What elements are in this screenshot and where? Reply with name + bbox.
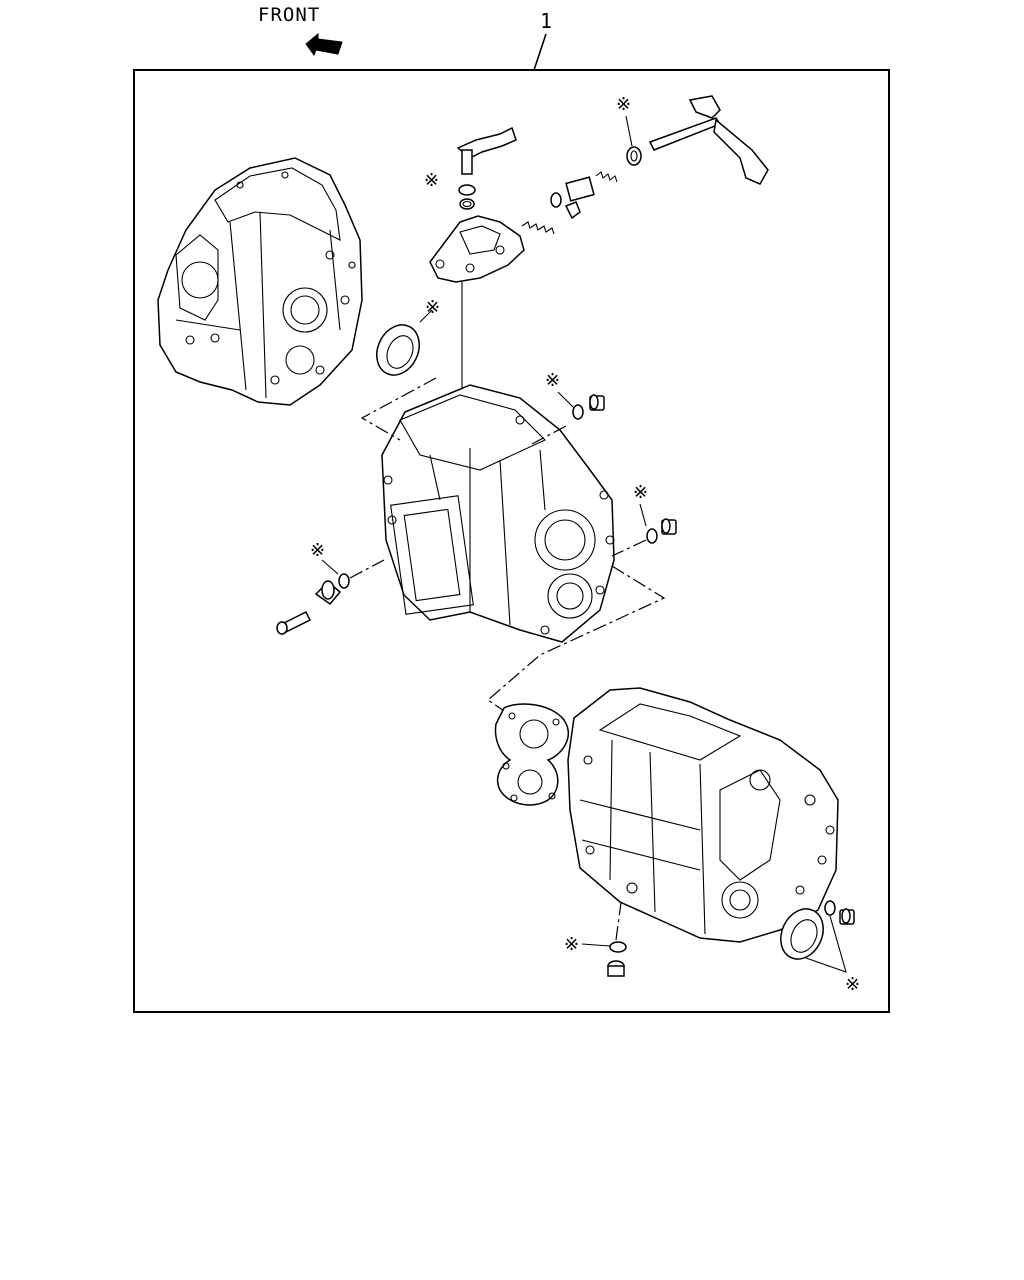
shift-rod (648, 95, 769, 185)
kit-marker-drain-plug: ※ (564, 934, 579, 955)
shift-rod-seal (626, 146, 642, 166)
kit-marker-side-plug: ※ (633, 482, 648, 503)
kit-marker-rear-seals: ※ (845, 974, 860, 995)
shift-springs (521, 171, 618, 235)
kit-marker-shift-oring: ※ (424, 170, 439, 191)
upper-plug (589, 394, 605, 411)
shift-cover (429, 215, 525, 440)
extension-gasket (494, 703, 569, 806)
o-ring-switch (338, 573, 350, 589)
alignment-line-plug-upper (531, 425, 567, 445)
rear-oil-seal (780, 908, 824, 960)
alignment-line-switch (349, 559, 385, 579)
extension-case (567, 687, 839, 943)
alignment-line-front (360, 377, 437, 441)
kit-marker-shift-rod-seal: ※ (616, 94, 631, 115)
o-ring-drain-plug (609, 941, 627, 953)
clutch-housing (157, 157, 363, 406)
kit-frame (133, 69, 890, 1013)
side-plug (661, 518, 677, 535)
front-arrow-icon (305, 32, 343, 57)
kit-marker-upper-plug: ※ (545, 370, 560, 391)
transmission-case (381, 384, 615, 643)
backup-light-switch (314, 580, 342, 606)
drain-plug (607, 960, 625, 977)
o-ring-rear-plug (824, 900, 836, 916)
shift-lever-arm (456, 126, 517, 175)
kit-marker-switch: ※ (310, 540, 325, 561)
front-direction-label: FRONT (258, 4, 320, 26)
callout-number-1: 1 (540, 9, 552, 33)
o-ring-upper-plug (572, 404, 584, 420)
shift-detent-body (564, 176, 595, 220)
washer-upper (458, 184, 476, 196)
rear-plug (839, 908, 855, 925)
front-oil-seal (376, 309, 433, 376)
leader-rear-seals (805, 915, 847, 973)
o-ring-side-plug (646, 528, 658, 544)
callout-leader-1 (533, 33, 547, 71)
alignment-line-plug-side (611, 539, 647, 557)
shift-spacer (550, 192, 562, 208)
switch-bolt (276, 610, 312, 635)
kit-marker-front-seal: ※ (425, 297, 440, 318)
o-ring-shift-cover (459, 198, 475, 210)
